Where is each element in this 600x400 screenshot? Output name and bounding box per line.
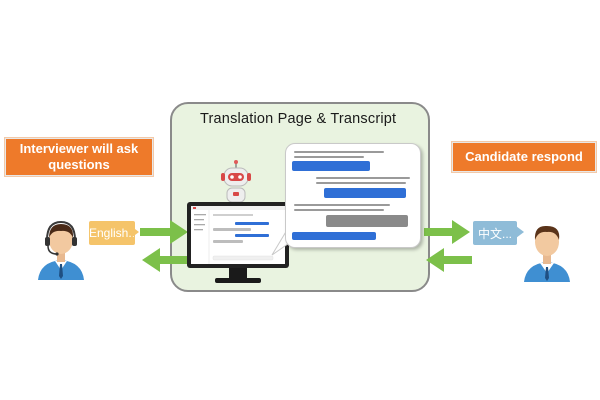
arrow-right-icon [424,220,470,244]
translated-message [324,188,406,198]
original-message [326,215,408,227]
transcript-line [294,204,390,206]
chinese-bubble: 中文... [473,221,517,245]
transcript-line [316,177,410,179]
transcript-line [316,182,406,184]
english-bubble-tail [131,226,139,238]
english-bubble: English.. [89,221,135,245]
arrow-left-icon [426,248,472,272]
chinese-bubble-tail [516,226,524,238]
transcript-line [294,209,384,211]
arrow-right-icon [140,220,188,244]
transcript-line [294,156,364,158]
transcript-line [294,151,384,153]
candidate-label: Candidate respond [452,142,596,172]
panel-title: Translation Page & Transcript [200,111,397,127]
monitor-icon [187,202,289,283]
translated-message [292,232,376,240]
translated-message [292,161,370,171]
candidate-avatar [524,225,570,282]
arrow-left-icon [142,248,188,272]
transcript-popup [285,143,421,248]
interviewer-avatar [38,220,84,280]
interviewer-label: Interviewer will ask questions [5,138,153,176]
